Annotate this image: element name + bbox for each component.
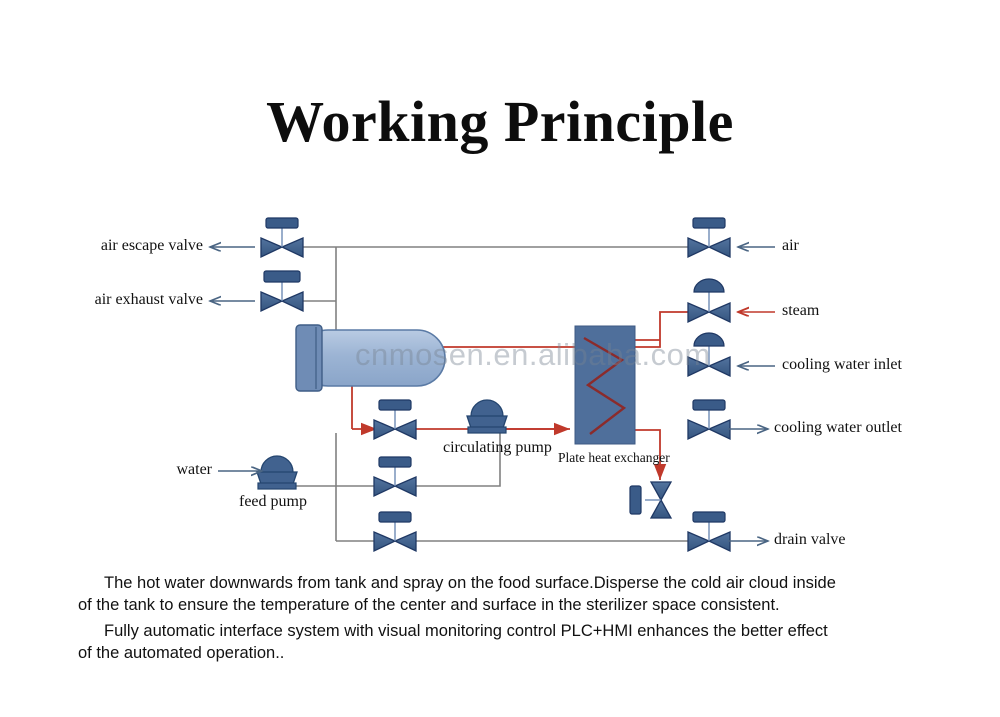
valve-drain[interactable] bbox=[687, 511, 731, 553]
feed-pump-symbol bbox=[256, 455, 298, 490]
label-air-escape-valve: air escape valve bbox=[100, 237, 203, 254]
pipe-hx-out-down bbox=[634, 429, 667, 480]
label-cooling-water-inlet: cooling water inlet bbox=[782, 356, 902, 373]
label-air-exhaust-valve: air exhaust valve bbox=[94, 291, 203, 308]
caption-paragraph-2: Fully automatic interface system with vi… bbox=[78, 620, 938, 664]
valve-bottom-left[interactable] bbox=[373, 511, 417, 553]
pipe-steam-to-hx bbox=[440, 311, 688, 348]
diagram-svg bbox=[0, 217, 775, 553]
label-feed-pump: feed pump bbox=[239, 493, 307, 510]
valve-cooling-water-inlet[interactable] bbox=[687, 332, 731, 378]
label-plate-heat-exchanger: Plate heat exchanger bbox=[558, 450, 670, 465]
valve-hx-drain[interactable] bbox=[629, 481, 673, 519]
pipe-mid-up bbox=[413, 429, 501, 487]
caption-p2-line2: of the automated operation.. bbox=[78, 644, 285, 662]
caption-paragraph-1: The hot water downwards from tank and sp… bbox=[78, 572, 938, 616]
plate-heat-exchanger bbox=[574, 325, 636, 445]
description-caption: The hot water downwards from tank and sp… bbox=[78, 572, 938, 668]
label-air: air bbox=[782, 237, 799, 254]
caption-p1-line2: of the tank to ensure the temperature of… bbox=[78, 596, 780, 614]
label-cooling-water-outlet: cooling water outlet bbox=[774, 419, 902, 436]
label-circulating-pump: circulating pump bbox=[443, 439, 552, 456]
valve-feed[interactable] bbox=[373, 456, 417, 498]
valve-air-exhaust[interactable] bbox=[260, 270, 304, 313]
gray-pipe-network bbox=[296, 246, 690, 542]
valve-air[interactable] bbox=[687, 217, 731, 259]
page-title: Working Principle bbox=[266, 89, 734, 154]
caption-p2-line1: Fully automatic interface system with vi… bbox=[104, 622, 828, 640]
tank-door bbox=[295, 324, 323, 392]
label-steam: steam bbox=[782, 302, 820, 319]
circulating-pump-symbol bbox=[466, 399, 508, 434]
valve-cooling-water-outlet[interactable] bbox=[687, 399, 731, 441]
label-drain-valve: drain valve bbox=[774, 531, 846, 548]
valve-circulation[interactable] bbox=[373, 399, 417, 441]
process-flow-diagram: air escape valve air exhaust valve water… bbox=[0, 180, 1000, 570]
sterilizer-tank bbox=[295, 324, 446, 392]
valve-air-escape[interactable] bbox=[260, 217, 304, 259]
label-leader-arrows bbox=[210, 247, 775, 541]
label-water: water bbox=[176, 461, 212, 478]
caption-p1-line1: The hot water downwards from tank and sp… bbox=[104, 574, 836, 592]
valve-steam[interactable] bbox=[687, 278, 731, 324]
